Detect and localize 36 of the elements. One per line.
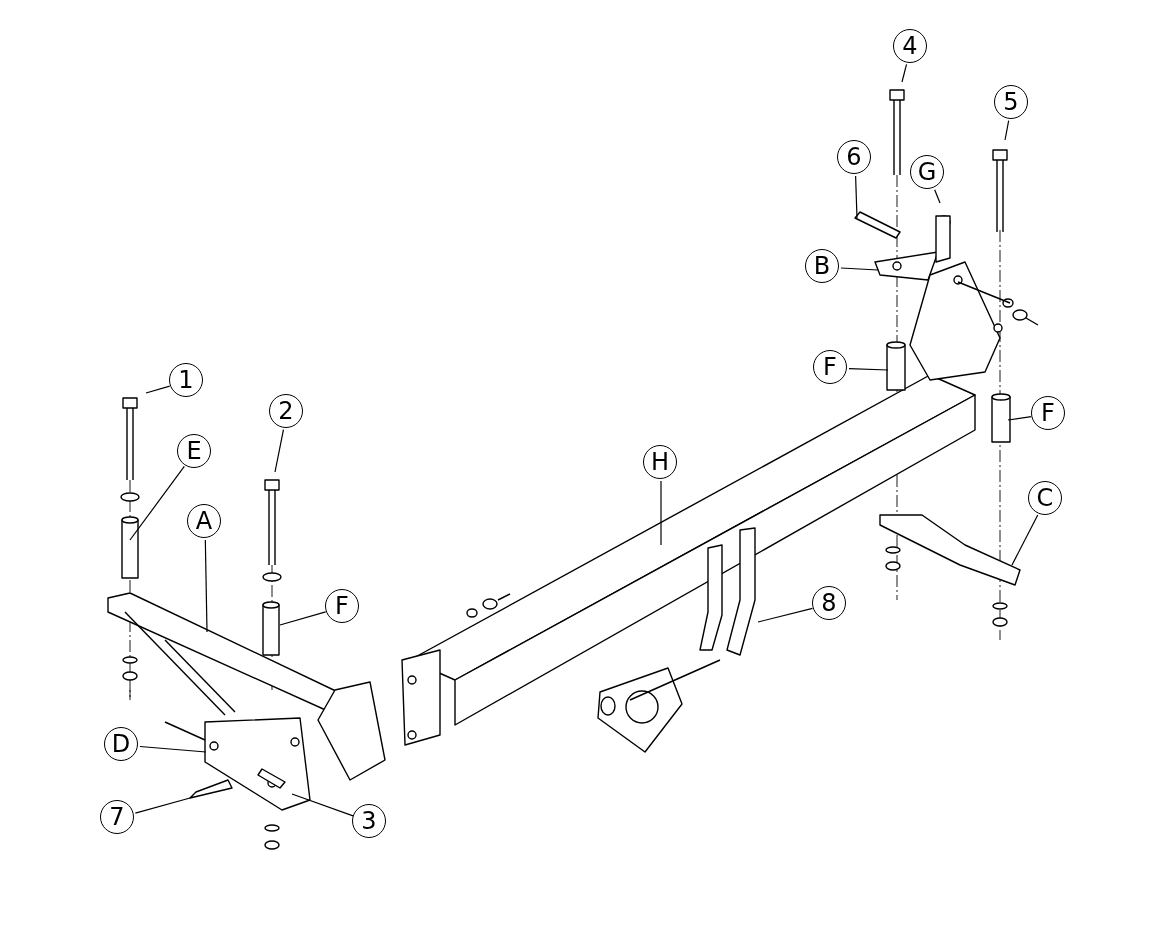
callout-label: F xyxy=(813,350,847,384)
leader-line xyxy=(129,465,185,541)
leader-line xyxy=(134,797,191,814)
callout-label: G xyxy=(910,155,944,189)
leader-line xyxy=(1011,514,1039,566)
callout-label: 2 xyxy=(269,394,303,428)
callout-label: 5 xyxy=(994,85,1028,119)
leader-line xyxy=(660,480,662,546)
leader-line xyxy=(279,611,327,626)
callout-label: C xyxy=(1028,481,1062,515)
leader-line xyxy=(204,539,208,633)
callout-label: 8 xyxy=(812,586,846,620)
callout-label: 6 xyxy=(837,140,871,174)
callout-label: H xyxy=(643,445,677,479)
leader-line xyxy=(1004,120,1010,141)
callout-label: F xyxy=(325,589,359,623)
callout-label: 4 xyxy=(893,29,927,63)
leader-line xyxy=(145,385,171,394)
callout-label: B xyxy=(805,249,839,283)
leader-line xyxy=(901,63,908,83)
leader-line xyxy=(934,189,941,204)
callout-label: 7 xyxy=(100,800,134,834)
leader-line xyxy=(757,607,814,623)
callout-label: 3 xyxy=(352,804,386,838)
leader-line xyxy=(848,368,889,371)
callout-label: E xyxy=(177,434,211,468)
leader-line xyxy=(840,267,879,271)
leader-line xyxy=(1007,416,1032,421)
callout-label: 1 xyxy=(169,363,203,397)
callout-label: A xyxy=(187,504,221,538)
leader-line xyxy=(274,429,285,473)
leader-line xyxy=(855,175,858,219)
callout-label: F xyxy=(1031,396,1065,430)
callout-label: D xyxy=(104,727,138,761)
leader-line xyxy=(139,745,207,753)
leader-line xyxy=(291,793,354,817)
